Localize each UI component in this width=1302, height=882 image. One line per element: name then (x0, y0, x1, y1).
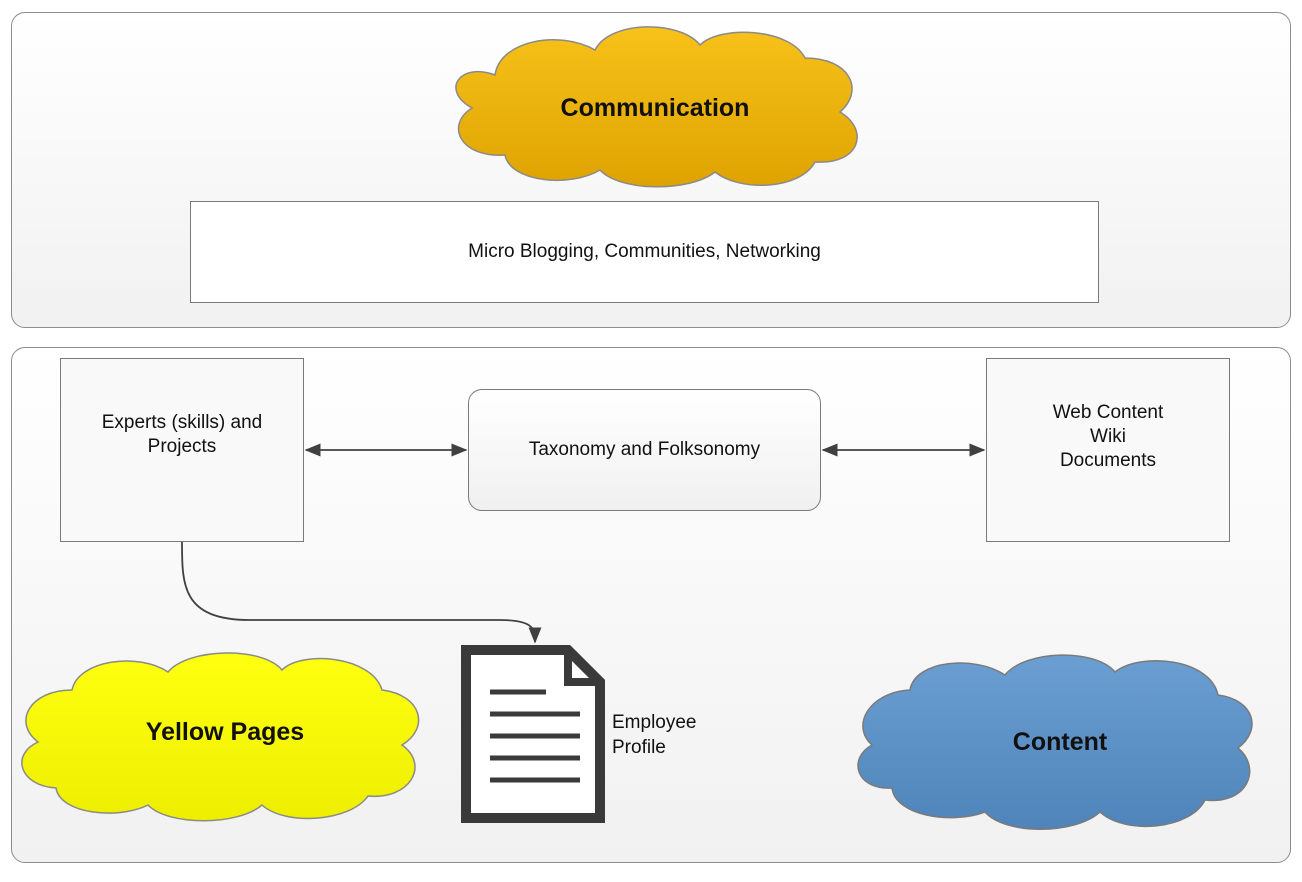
employee-profile-line1: Employee (612, 712, 697, 733)
experts-line2: Projects (147, 436, 217, 457)
document-icon (461, 645, 605, 823)
experts-line1: Experts (skills) and (101, 412, 263, 433)
communication-cloud (455, 26, 858, 188)
experts-box: Experts (skills) and Projects (60, 358, 304, 542)
web-content-box: Web Content Wiki Documents (986, 358, 1230, 542)
employee-profile-line2: Profile (612, 737, 666, 758)
web-content-line1: Web Content (1052, 402, 1164, 423)
micro-blogging-text: Micro Blogging, Communities, Networking (468, 241, 821, 262)
micro-blogging-box: Micro Blogging, Communities, Networking (190, 201, 1099, 303)
content-label: Content (1012, 728, 1108, 756)
yellow-pages-label: Yellow Pages (145, 718, 305, 746)
employee-profile-label: Employee Profile (612, 710, 697, 760)
web-content-line3: Documents (1059, 450, 1157, 471)
web-content-line2: Wiki (1090, 426, 1126, 447)
content-cloud (857, 654, 1253, 830)
experts-profile-connector (181, 541, 542, 644)
communication-label: Communication (560, 94, 750, 122)
taxonomy-text: Taxonomy and Folksonomy (528, 439, 761, 460)
yellow-pages-cloud (21, 652, 420, 822)
taxonomy-box: Taxonomy and Folksonomy (468, 389, 821, 511)
